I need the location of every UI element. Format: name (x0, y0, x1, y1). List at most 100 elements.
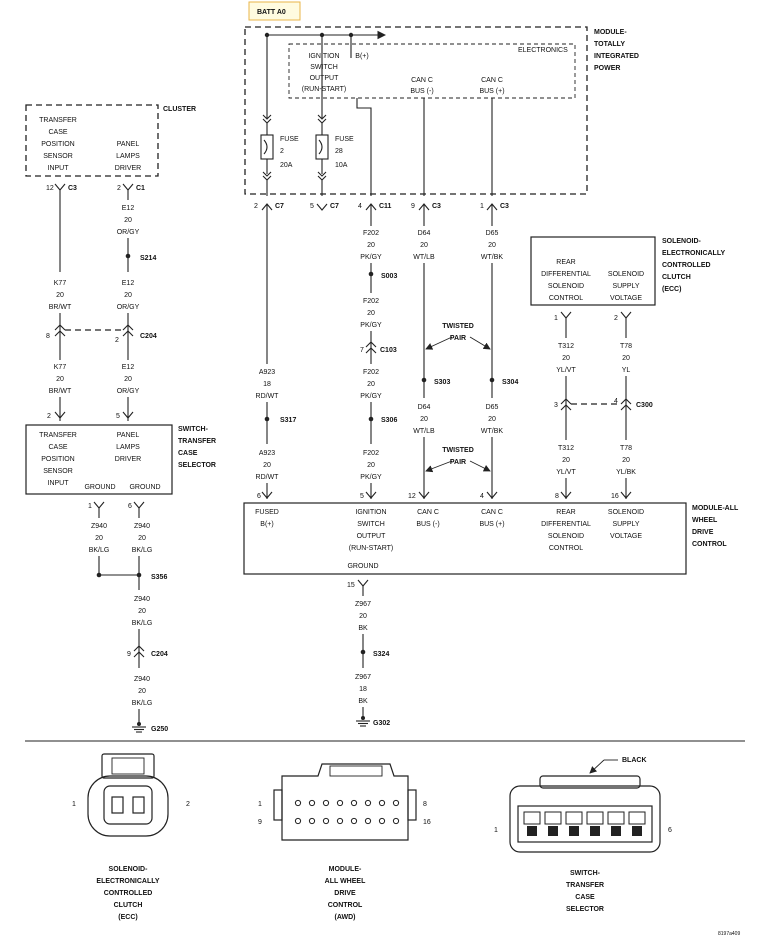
awd-pin-cavity (378, 817, 386, 825)
wire-t78: 2 T78 20 YL 4 C300 T78 20 YL/BK 16 (571, 311, 653, 500)
splice-s306 (368, 416, 374, 422)
svg-text:C3: C3 (500, 203, 509, 210)
svg-text:G250: G250 (151, 726, 168, 733)
svg-text:CONTROLLED: CONTROLLED (104, 890, 153, 897)
svg-text:SELECTOR: SELECTOR (178, 462, 216, 469)
svg-text:BR/WT: BR/WT (49, 304, 72, 311)
svg-text:1: 1 (258, 801, 262, 808)
svg-text:BK/LG: BK/LG (89, 547, 110, 554)
svg-text:PK/GY: PK/GY (360, 474, 382, 481)
svg-text:TOTALLY: TOTALLY (594, 41, 625, 48)
svg-text:20: 20 (124, 217, 132, 224)
awd-pin-cavity (308, 817, 316, 825)
svg-text:SOLENOID: SOLENOID (608, 509, 644, 516)
svg-text:SUPPLY: SUPPLY (612, 283, 639, 290)
svg-text:C204: C204 (140, 333, 157, 340)
svg-text:5: 5 (116, 413, 120, 420)
switch-pin-row (523, 811, 646, 836)
svg-text:20: 20 (367, 381, 375, 388)
svg-text:28: 28 (335, 148, 343, 155)
svg-text:16: 16 (423, 819, 431, 826)
svg-text:FUSE: FUSE (280, 136, 299, 143)
svg-text:4: 4 (480, 493, 484, 500)
svg-text:SOLENOID: SOLENOID (608, 271, 644, 278)
svg-text:C204: C204 (151, 651, 168, 658)
svg-text:SENSOR: SENSOR (43, 468, 73, 475)
svg-text:TWISTED: TWISTED (442, 447, 474, 454)
svg-text:TRANSFER: TRANSFER (39, 432, 77, 439)
svg-text:GROUND: GROUND (84, 484, 115, 491)
fuse-2: FUSE 2 20A (260, 114, 299, 181)
svg-text:D65: D65 (486, 404, 499, 411)
awd-pin-cavity (378, 799, 386, 807)
wire-t312: 1 T312 20 YL/VT 3 T312 20 YL/VT 8 (554, 311, 576, 500)
svg-text:Z940: Z940 (134, 676, 150, 683)
svg-text:Z967: Z967 (355, 601, 371, 608)
svg-text:Z967: Z967 (355, 674, 371, 681)
svg-text:ALL WHEEL: ALL WHEEL (325, 878, 366, 885)
svg-text:DRIVE: DRIVE (692, 529, 714, 536)
svg-text:DRIVER: DRIVER (115, 456, 141, 463)
splice-s303 (421, 377, 427, 383)
svg-text:10A: 10A (335, 162, 348, 169)
svg-text:2: 2 (614, 315, 618, 322)
awd-pin-cavity (350, 799, 358, 807)
switch-pin-cavity (607, 811, 625, 825)
svg-text:B(+): B(+) (355, 53, 368, 60)
svg-text:POSITION: POSITION (41, 456, 74, 463)
svg-text:YL/BK: YL/BK (616, 469, 636, 476)
svg-text:9: 9 (411, 203, 415, 210)
svg-text:20: 20 (420, 242, 428, 249)
svg-text:S003: S003 (381, 273, 397, 280)
svg-text:18: 18 (263, 381, 271, 388)
svg-text:20: 20 (367, 462, 375, 469)
wire-d64: D64 20 WT/LB S303 D64 20 WT/LB 12 (408, 214, 450, 500)
svg-text:2: 2 (47, 413, 51, 420)
svg-text:1: 1 (554, 315, 558, 322)
svg-text:20: 20 (622, 457, 630, 464)
svg-text:C300: C300 (636, 402, 653, 409)
svg-text:BR/WT: BR/WT (49, 388, 72, 395)
svg-text:BUS (-): BUS (-) (416, 521, 439, 528)
twisted-pair-upper: TWISTED PAIR (425, 323, 491, 350)
awd-pin-grid (294, 799, 400, 825)
svg-text:SOLENOID: SOLENOID (548, 283, 584, 290)
svg-text:YL/VT: YL/VT (556, 469, 576, 476)
svg-text:1: 1 (72, 801, 76, 808)
svg-text:C1: C1 (136, 185, 145, 192)
svg-text:K77: K77 (54, 280, 67, 287)
svg-text:SENSOR: SENSOR (43, 153, 73, 160)
wire-a923: A923 18 RD/WT S317 A923 20 RD/WT 6 (256, 214, 296, 500)
svg-text:MODULE-ALL: MODULE-ALL (692, 505, 739, 512)
svg-text:E12: E12 (122, 205, 135, 212)
svg-text:E12: E12 (122, 280, 135, 287)
svg-text:LAMPS: LAMPS (116, 153, 140, 160)
svg-text:A923: A923 (259, 369, 275, 376)
switch-pin-cavity (586, 811, 604, 825)
svg-text:CONTROL: CONTROL (692, 541, 727, 548)
svg-text:5: 5 (310, 203, 314, 210)
svg-text:CASE: CASE (48, 129, 67, 136)
svg-text:(RUN-START): (RUN-START) (302, 86, 346, 93)
svg-text:SWITCH: SWITCH (357, 521, 385, 528)
splice-s214 (125, 253, 131, 259)
svg-text:CASE: CASE (48, 444, 67, 451)
awd-connector-view: 1 9 8 16 MODULE- ALL WHEEL DRIVE CONTROL… (258, 763, 431, 921)
svg-text:BK: BK (358, 698, 368, 705)
svg-text:20: 20 (138, 688, 146, 695)
svg-text:BUS (+): BUS (+) (479, 521, 504, 528)
svg-text:SWITCH: SWITCH (310, 64, 338, 71)
svg-text:ELECTRONICALLY: ELECTRONICALLY (662, 250, 725, 257)
svg-text:8: 8 (555, 493, 559, 500)
batt-a0-label: BATT A0 (248, 1, 301, 21)
svg-text:CASE: CASE (178, 450, 198, 457)
svg-text:20: 20 (263, 462, 271, 469)
svg-text:DIFFERENTIAL: DIFFERENTIAL (541, 521, 591, 528)
svg-text:BK/LG: BK/LG (132, 547, 153, 554)
svg-text:BATT A0: BATT A0 (257, 9, 286, 16)
svg-text:CLUTCH: CLUTCH (662, 274, 691, 281)
svg-text:SUPPLY: SUPPLY (612, 521, 639, 528)
svg-text:CONTROL: CONTROL (549, 545, 583, 552)
